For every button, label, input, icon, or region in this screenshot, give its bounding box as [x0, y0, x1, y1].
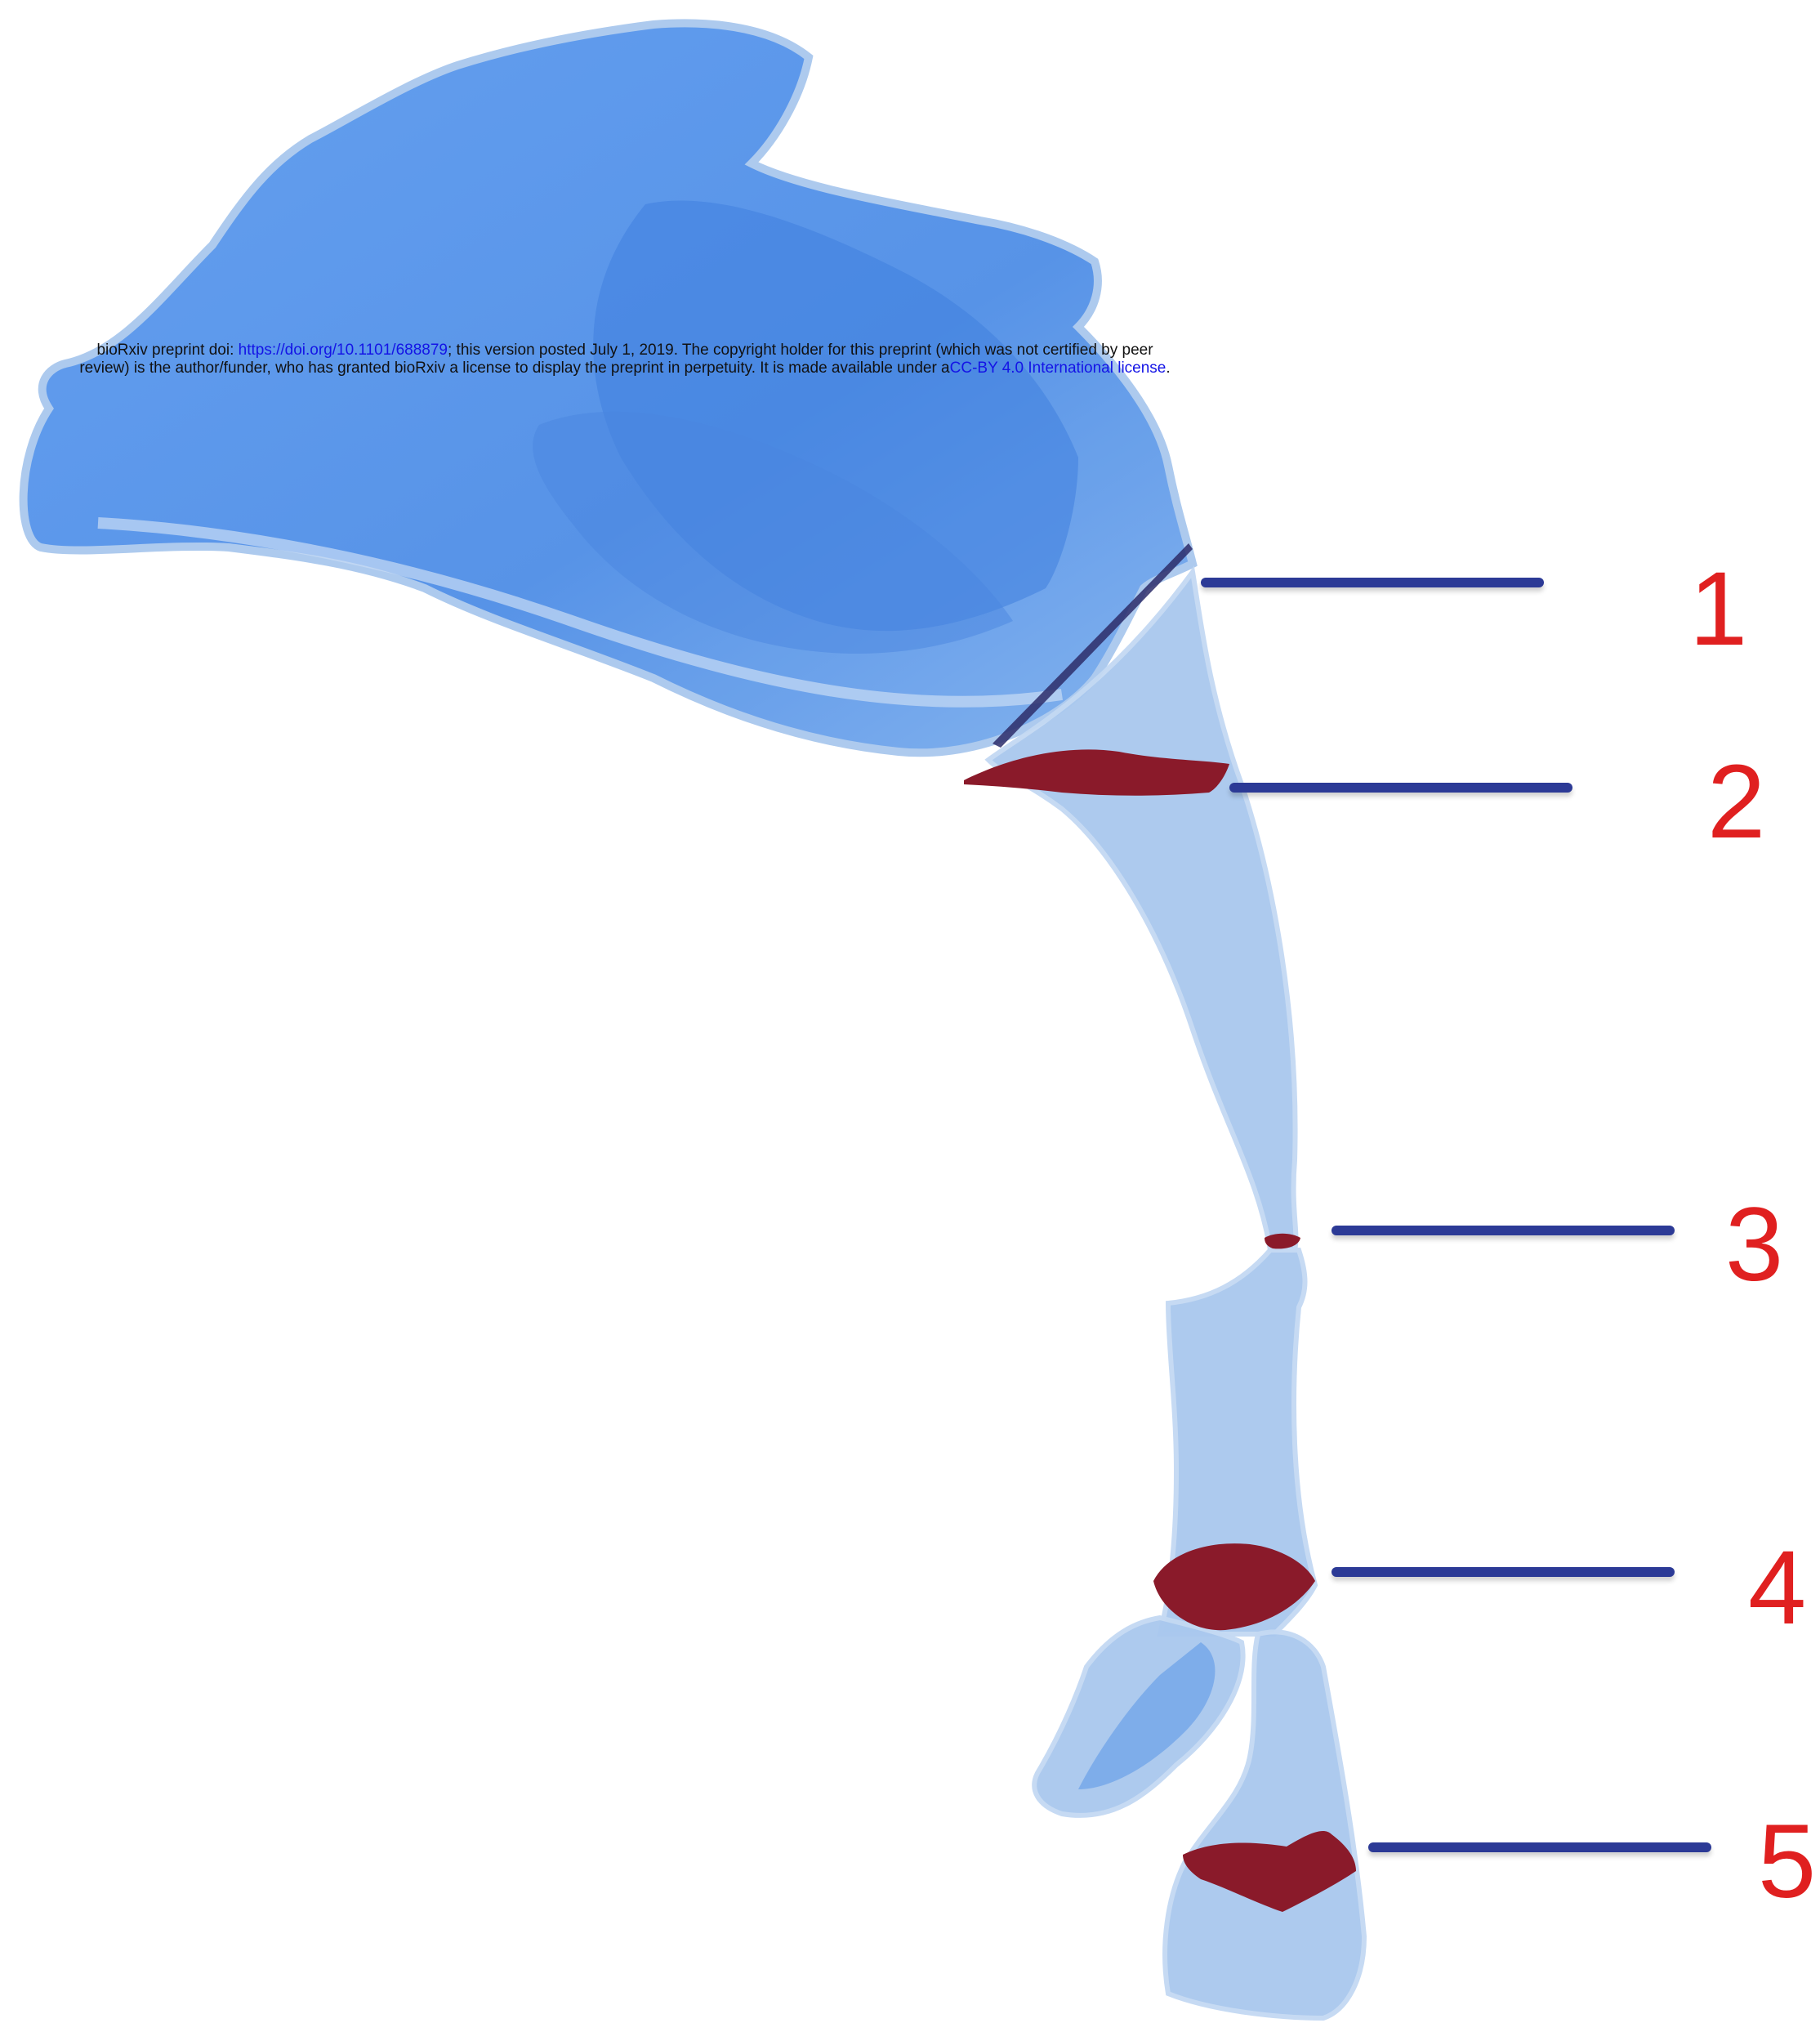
marker-line-2	[1229, 783, 1572, 793]
notice-suffix: .	[1166, 360, 1170, 377]
license-link[interactable]: CC-BY 4.0 International license	[950, 360, 1166, 377]
marker-label-5: 5	[1758, 1810, 1816, 1914]
marker-line-3	[1332, 1226, 1675, 1235]
preprint-notice: bioRxiv preprint doi: https://doi.org/10…	[74, 342, 1176, 377]
marker-label-1: 1	[1689, 557, 1747, 662]
doi-link[interactable]: https://doi.org/10.1101/688879	[239, 342, 448, 359]
marker-line-5	[1368, 1842, 1711, 1852]
marker-line-1	[1201, 578, 1544, 587]
marker-label-2: 2	[1707, 750, 1765, 855]
marker-line-4	[1332, 1567, 1675, 1577]
marker-label-3: 3	[1725, 1193, 1783, 1297]
notice-prefix: bioRxiv preprint doi:	[96, 342, 238, 359]
marker-label-4: 4	[1748, 1536, 1806, 1641]
